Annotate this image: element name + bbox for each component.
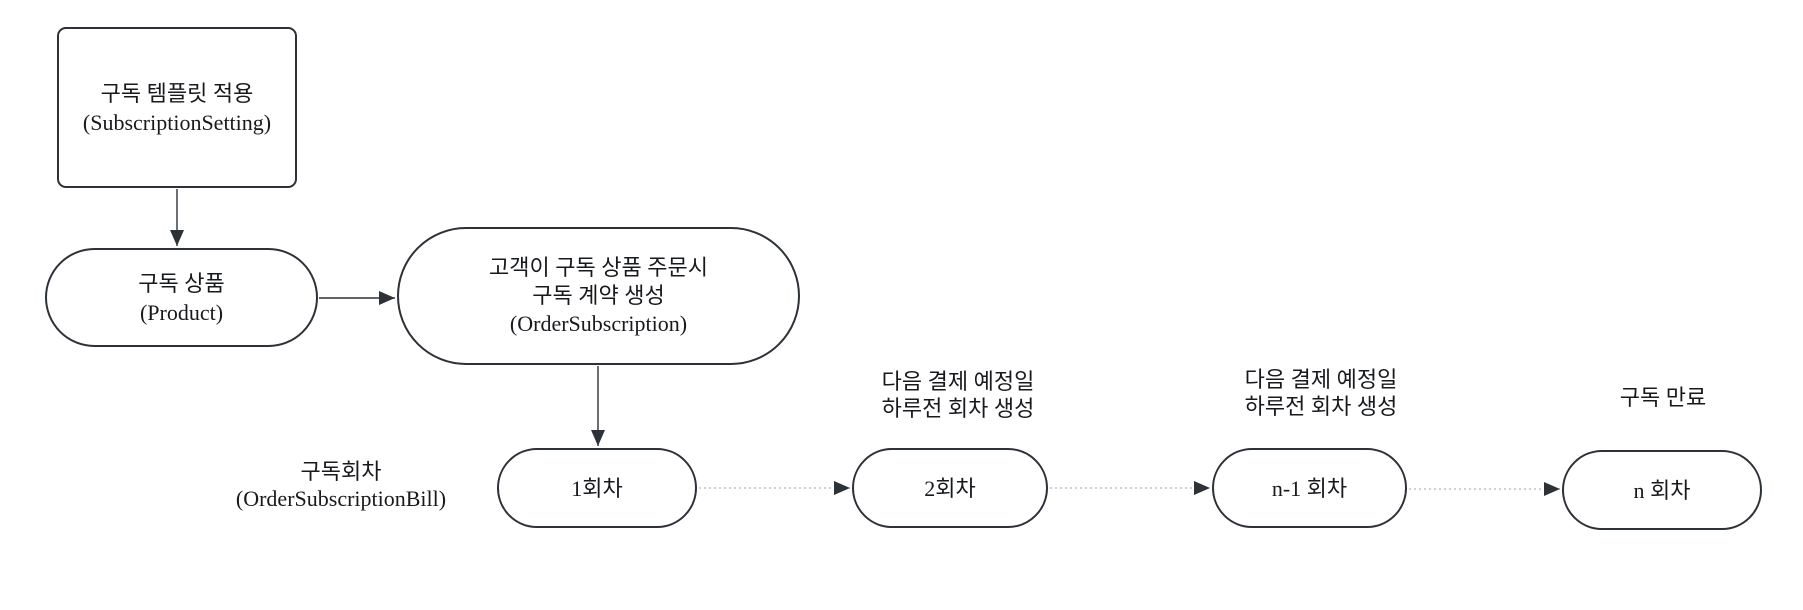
node-bill-n-minus-1-label: n-1 회차 (1271, 475, 1348, 501)
node-product-label: 구독 상품 (Product) (138, 269, 224, 327)
node-order-subscription-label: 고객이 구독 상품 주문시 구독 계약 생성 (OrderSubscriptio… (489, 254, 708, 338)
text-line: (SubscriptionSetting) (82, 109, 272, 135)
text-line: 하루전 회차 생성 (1244, 394, 1398, 419)
node-order-subscription[interactable]: 고객이 구독 상품 주문시 구독 계약 생성 (OrderSubscriptio… (397, 227, 800, 365)
node-bill-1[interactable]: 1회차 (497, 448, 697, 528)
node-bill-2-label: 2회차 (924, 475, 976, 501)
text-line: (Product) (139, 299, 224, 325)
label-next-payment-1: 다음 결제 예정일 하루전 회차 생성 (833, 368, 1083, 422)
node-subscription-setting-label: 구독 템플릿 적용 (SubscriptionSetting) (83, 79, 271, 137)
node-bill-n[interactable]: n 회차 (1562, 450, 1762, 530)
label-bill-caption: 구독회차 (OrderSubscriptionBill) (216, 458, 466, 512)
text-line: 다음 결제 예정일 (1244, 367, 1398, 392)
node-product[interactable]: 구독 상품 (Product) (45, 248, 318, 347)
node-bill-2[interactable]: 2회차 (852, 448, 1048, 528)
node-bill-n-minus-1[interactable]: n-1 회차 (1212, 448, 1407, 528)
node-subscription-setting[interactable]: 구독 템플릿 적용 (SubscriptionSetting) (57, 27, 297, 188)
text-line: 구독 상품 (138, 270, 225, 296)
text-line: 하루전 회차 생성 (881, 396, 1035, 421)
label-subscription-expiry: 구독 만료 (1563, 384, 1763, 411)
text-line: 구독 템플릿 적용 (100, 80, 254, 106)
text-line: (OrderSubscriptionBill) (235, 486, 447, 511)
text-line: 구독 만료 (1619, 385, 1707, 410)
text-line: 구독 계약 생성 (532, 283, 665, 308)
label-next-payment-2: 다음 결제 예정일 하루전 회차 생성 (1196, 366, 1446, 420)
text-line: 다음 결제 예정일 (881, 369, 1035, 394)
text-line: 구독회차 (300, 459, 382, 484)
text-line: (OrderSubscription) (509, 311, 688, 336)
text-line: 고객이 구독 상품 주문시 (489, 255, 708, 280)
node-bill-n-label: n 회차 (1633, 477, 1691, 503)
node-bill-1-label: 1회차 (571, 475, 623, 501)
